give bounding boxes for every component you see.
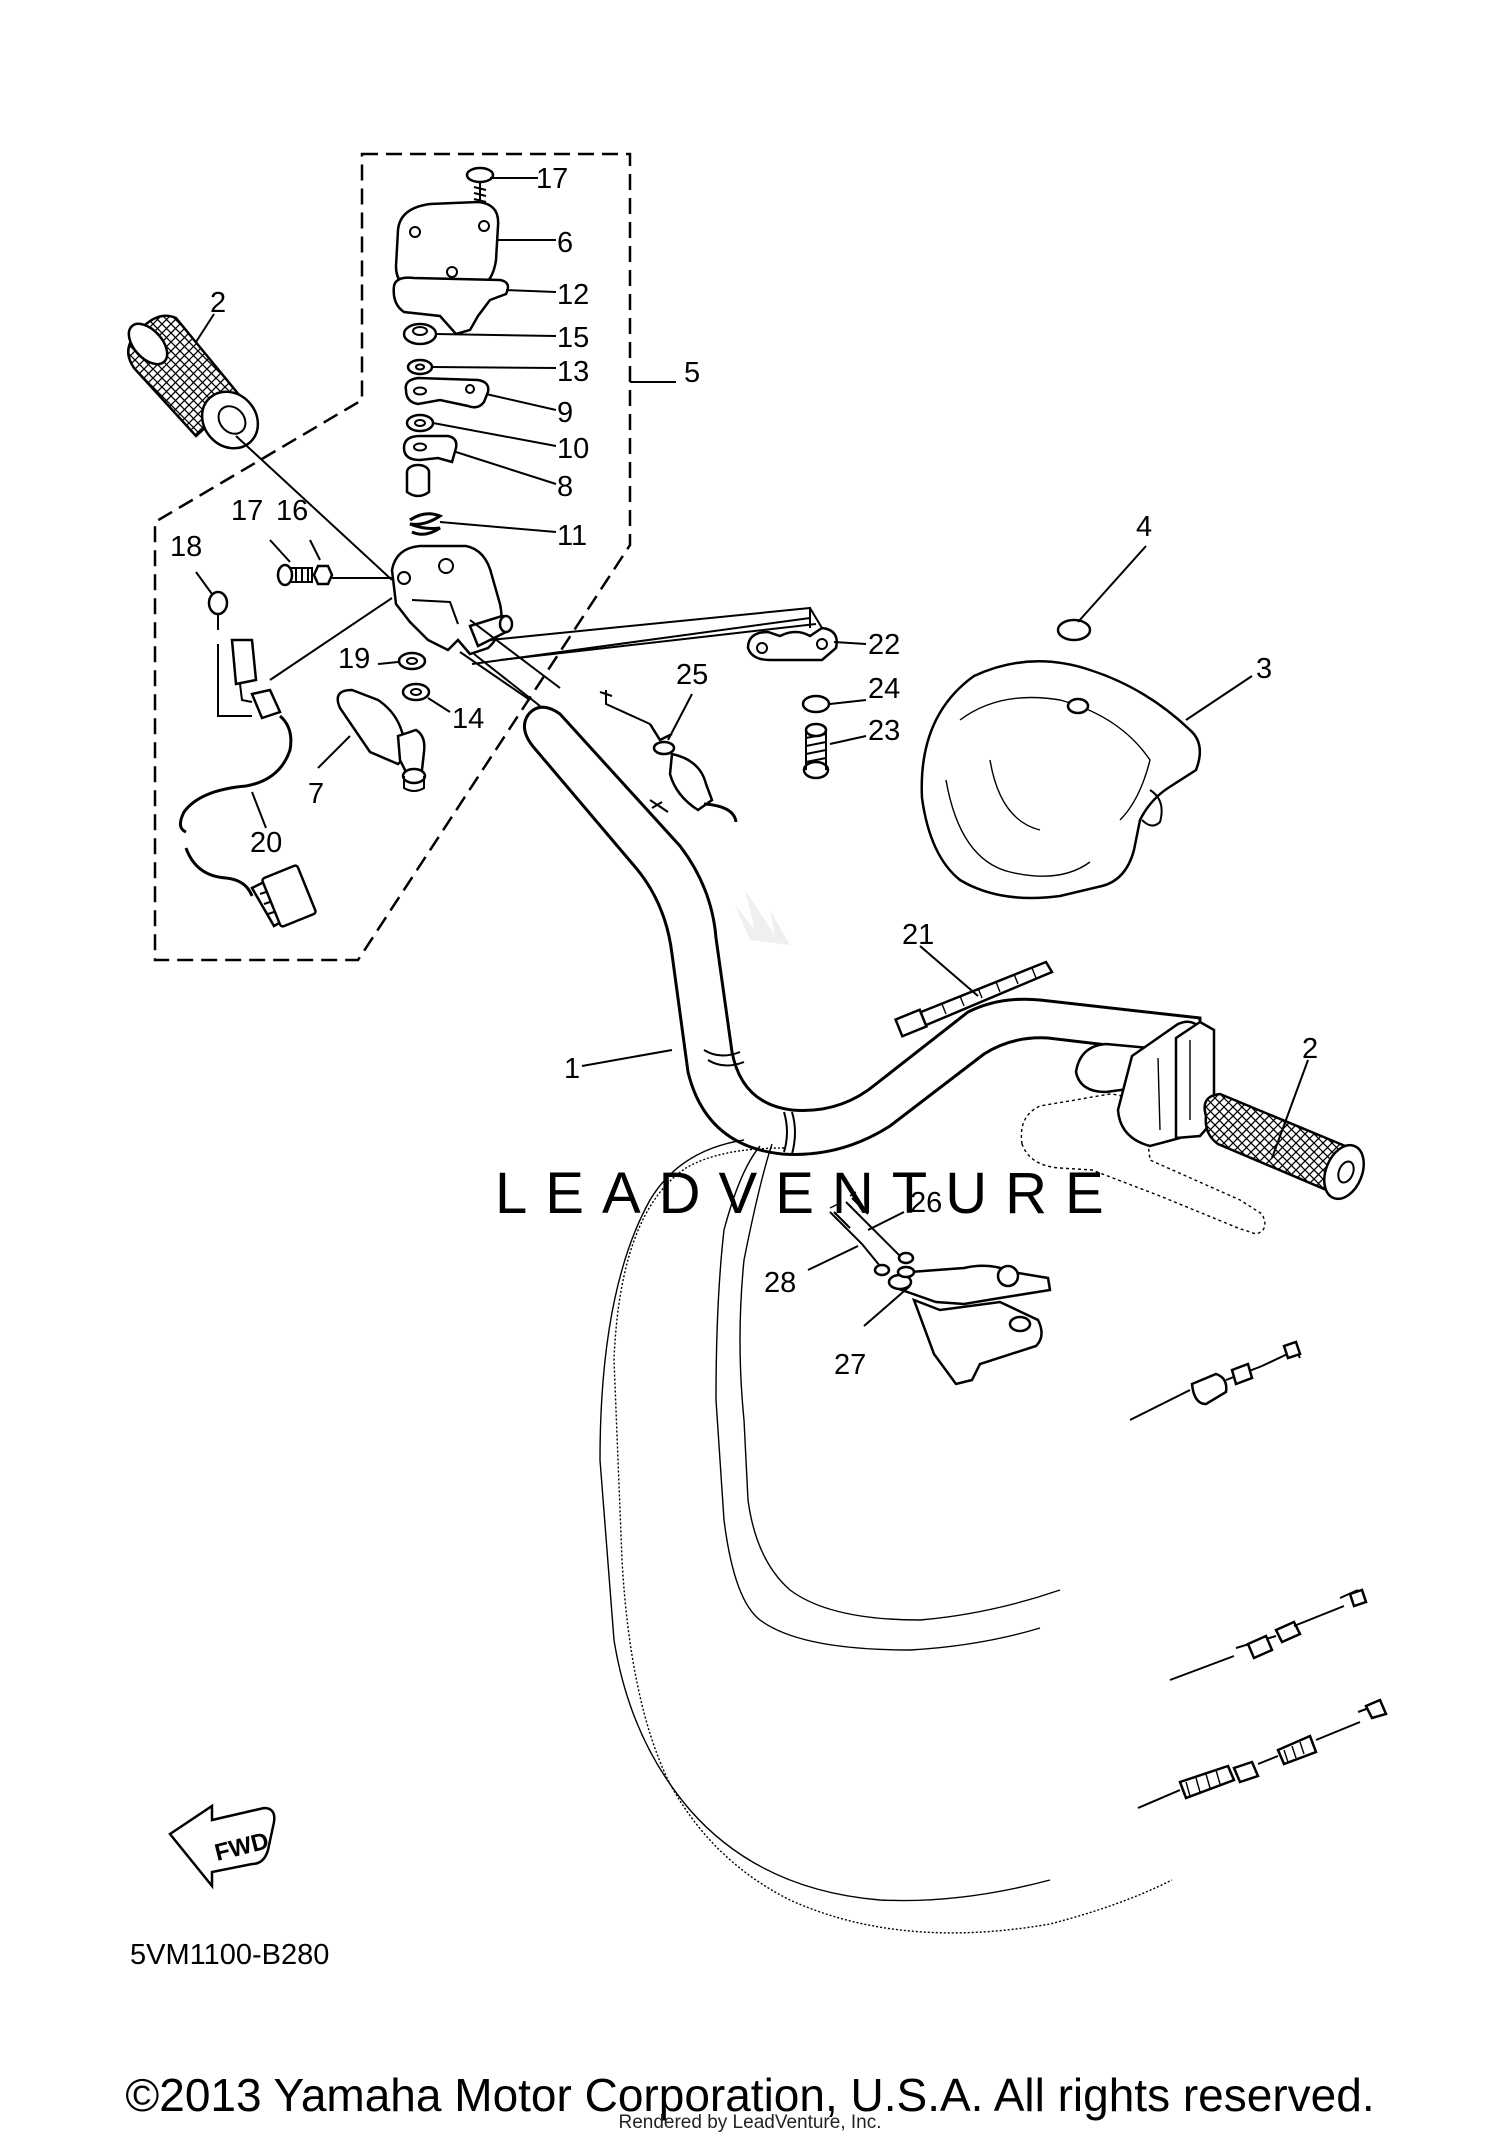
lever-8 — [402, 434, 458, 464]
callout-15: 15 — [557, 322, 589, 354]
cable-end-3 — [1137, 1698, 1388, 1809]
side-screw — [276, 563, 313, 587]
screw-top — [465, 166, 495, 203]
callout-14: 14 — [452, 703, 484, 735]
callout-21: 21 — [902, 919, 934, 951]
callout-25: 25 — [676, 659, 708, 691]
switch-cover — [920, 660, 1202, 900]
rendered-by-note: Rendered by LeadVenture, Inc. — [618, 2112, 882, 2133]
screw-18 — [207, 590, 229, 630]
callout-10: 10 — [557, 433, 589, 465]
callout-7: 7 — [308, 778, 324, 810]
lever-9 — [404, 376, 490, 409]
cap — [1056, 618, 1092, 642]
nut-16 — [312, 564, 334, 586]
callout-4: 4 — [1136, 511, 1152, 543]
switch-wire — [179, 638, 317, 928]
thumb-lever — [336, 688, 427, 792]
cable-end-2 — [1169, 1588, 1368, 1681]
bushing — [405, 463, 431, 498]
nut-14 — [401, 682, 431, 702]
copyright-notice: ©2013 Yamaha Motor Corporation, U.S.A. A… — [125, 2069, 1375, 2121]
callouts: 17 6 12 15 13 9 10 8 11 5 2 17 16 18 19 … — [170, 163, 1318, 1381]
throttle-housing — [390, 544, 514, 656]
watermark-text: LEADVENTURE — [495, 1161, 1122, 1226]
cable-end-1 — [1129, 1340, 1302, 1421]
throttle-cable — [599, 690, 738, 823]
right-grip — [1203, 1092, 1365, 1201]
leader-lines — [195, 177, 1309, 1327]
callout-28: 28 — [764, 1267, 796, 1299]
left-grip — [127, 314, 260, 450]
callout-8: 8 — [557, 471, 573, 503]
callout-19: 19 — [338, 643, 370, 675]
callout-17-side: 17 — [231, 495, 263, 527]
washer-10 — [405, 413, 435, 433]
callout-23: 23 — [868, 715, 900, 747]
throttle-assembly-group-outline — [153, 152, 632, 962]
collar — [402, 322, 438, 346]
callout-18: 18 — [170, 531, 202, 563]
washer-13 — [406, 358, 434, 376]
callout-24: 24 — [868, 673, 900, 705]
callout-3: 3 — [1256, 653, 1272, 685]
watermark-logo — [735, 890, 790, 945]
callout-26: 26 — [910, 1187, 942, 1219]
callout-16: 16 — [276, 495, 308, 527]
cable-tie — [893, 960, 1054, 1038]
callout-1: 1 — [564, 1053, 580, 1085]
callout-2-left: 2 — [210, 287, 226, 319]
spring — [409, 512, 444, 536]
washer-19 — [397, 651, 427, 671]
callout-9: 9 — [557, 397, 573, 429]
callout-27: 27 — [834, 1349, 866, 1381]
callout-13: 13 — [557, 356, 589, 388]
callout-11: 11 — [557, 520, 587, 552]
callout-2-right: 2 — [1302, 1033, 1318, 1065]
part-code: 5VM1100-B280 — [130, 1939, 329, 1971]
callout-20: 20 — [250, 827, 282, 859]
callout-22: 22 — [868, 629, 900, 661]
callout-12: 12 — [557, 279, 589, 311]
lever-bracket — [887, 1264, 1052, 1386]
callout-5: 5 — [684, 357, 700, 389]
callout-6: 6 — [557, 227, 573, 259]
clamp-parts — [746, 626, 838, 780]
fwd-arrow-icon: FWD — [168, 1803, 276, 1890]
switch-cables — [829, 1191, 915, 1277]
callout-17-top: 17 — [536, 163, 568, 195]
routed-cables — [599, 1139, 1173, 1934]
